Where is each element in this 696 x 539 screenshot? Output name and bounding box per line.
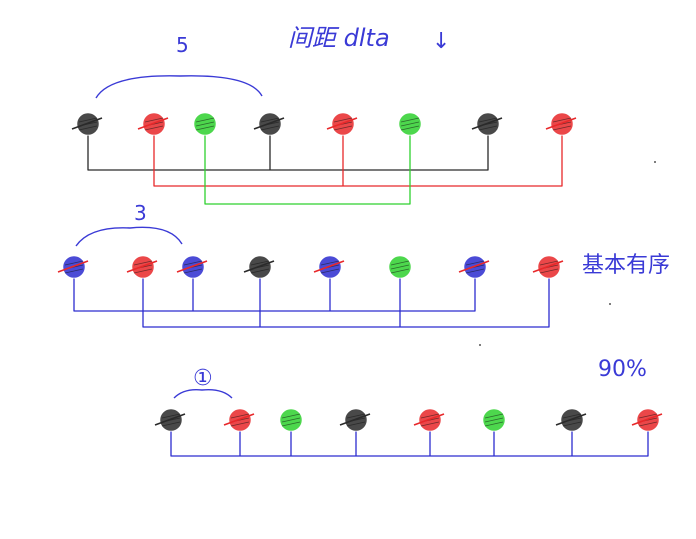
group-connector — [73, 278, 476, 312]
element-dot — [399, 113, 421, 135]
element-dot — [313, 256, 345, 278]
element-dot — [194, 113, 216, 135]
element-dot — [471, 113, 503, 135]
ink-speck — [609, 303, 611, 305]
element-dot — [280, 409, 302, 431]
element-dot — [71, 113, 103, 135]
bottom-gap-brace — [173, 388, 233, 399]
element-dot — [223, 409, 255, 431]
top-gap-brace — [95, 75, 263, 99]
element-dot — [631, 409, 663, 431]
element-dot — [545, 113, 577, 135]
middle-side-label: 基本有序 — [582, 253, 670, 278]
ink-speck — [654, 161, 656, 163]
element-dot — [326, 113, 358, 135]
top-gap-number: 5 — [176, 33, 189, 57]
element-dot — [483, 409, 505, 431]
element-dot — [243, 256, 275, 278]
element-dot — [154, 409, 186, 431]
element-dot — [389, 256, 411, 278]
row-gap-3 — [57, 256, 564, 328]
element-dot — [555, 409, 587, 431]
title-arrow: ↓ — [432, 29, 450, 54]
middle-gap-number: 3 — [134, 201, 147, 225]
group-connector — [142, 278, 550, 328]
title-label: 间距 dlta — [288, 24, 390, 52]
group-connector — [87, 135, 489, 171]
element-dot — [176, 256, 208, 278]
row-gap-1 — [154, 409, 663, 457]
middle-gap-brace — [75, 226, 183, 247]
bottom-gap-number: ① — [193, 366, 213, 391]
group-connector — [204, 135, 411, 205]
element-dot — [137, 113, 169, 135]
element-dot — [339, 409, 371, 431]
group-connector — [153, 135, 563, 187]
element-dot — [253, 113, 285, 135]
ink-speck — [479, 344, 481, 346]
group-connector — [170, 431, 649, 457]
element-dot — [126, 256, 158, 278]
bottom-percent-label: 90% — [598, 357, 647, 382]
row-gap-5 — [71, 113, 577, 205]
rows-layer — [57, 113, 663, 457]
element-dot — [413, 409, 445, 431]
element-dot — [57, 256, 89, 278]
element-dot — [532, 256, 564, 278]
element-dot — [458, 256, 490, 278]
